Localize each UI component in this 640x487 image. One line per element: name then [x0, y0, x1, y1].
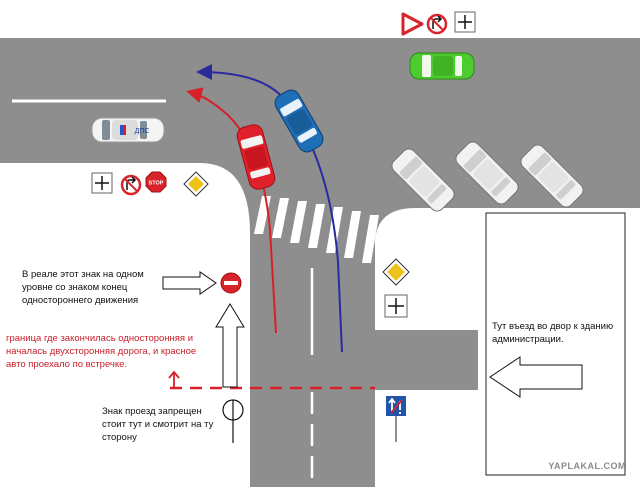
parked-car-2	[455, 141, 519, 205]
yield-sign-icon	[401, 12, 424, 36]
admin-building-box	[485, 212, 626, 476]
red-car	[236, 124, 276, 190]
no-right-turn-sign-icon	[426, 13, 448, 35]
blue-car	[274, 89, 324, 153]
no-entry-sign-icon	[220, 272, 242, 294]
watermark: YAPLAKAL.COM	[548, 461, 626, 471]
crossroad-plate-icon-left	[91, 172, 113, 194]
parked-car-1	[391, 148, 455, 212]
arrow-to-no-entry	[162, 271, 217, 295]
stop-sign-label: STOP	[149, 181, 164, 187]
note-admin-entrance: Тут въезд во двор к зданию администрации…	[492, 321, 614, 345]
note-sign-in-reality: В реале этот знак на одном уровне со зна…	[22, 269, 144, 306]
no-entry-sign-back-icon	[222, 399, 244, 443]
no-right-turn-sign-icon-left	[120, 174, 142, 196]
priority-road-sign-icon-right	[382, 258, 410, 286]
note-no-entry-sign: Знак проезд запрещен стоит тут и смотрит…	[102, 406, 214, 443]
arrow-to-courtyard	[489, 356, 583, 398]
green-car	[409, 52, 475, 80]
stop-sign-icon: STOP	[145, 171, 167, 193]
note-one-way-border: граница где закончилась односторонняя и …	[6, 333, 197, 370]
red-car-path	[186, 87, 277, 334]
parked-car-3	[520, 144, 584, 208]
police-car: ДПС	[91, 117, 165, 143]
crossroad-plate-icon-right	[384, 294, 408, 318]
crossroad-plate-icon	[454, 11, 476, 33]
priority-road-sign-icon	[183, 171, 209, 197]
one-way-sign-icon	[386, 396, 406, 442]
police-car-label: ДПС	[135, 128, 150, 135]
boundary-small-arrow	[168, 370, 180, 388]
arrow-up-indicator	[215, 303, 245, 388]
